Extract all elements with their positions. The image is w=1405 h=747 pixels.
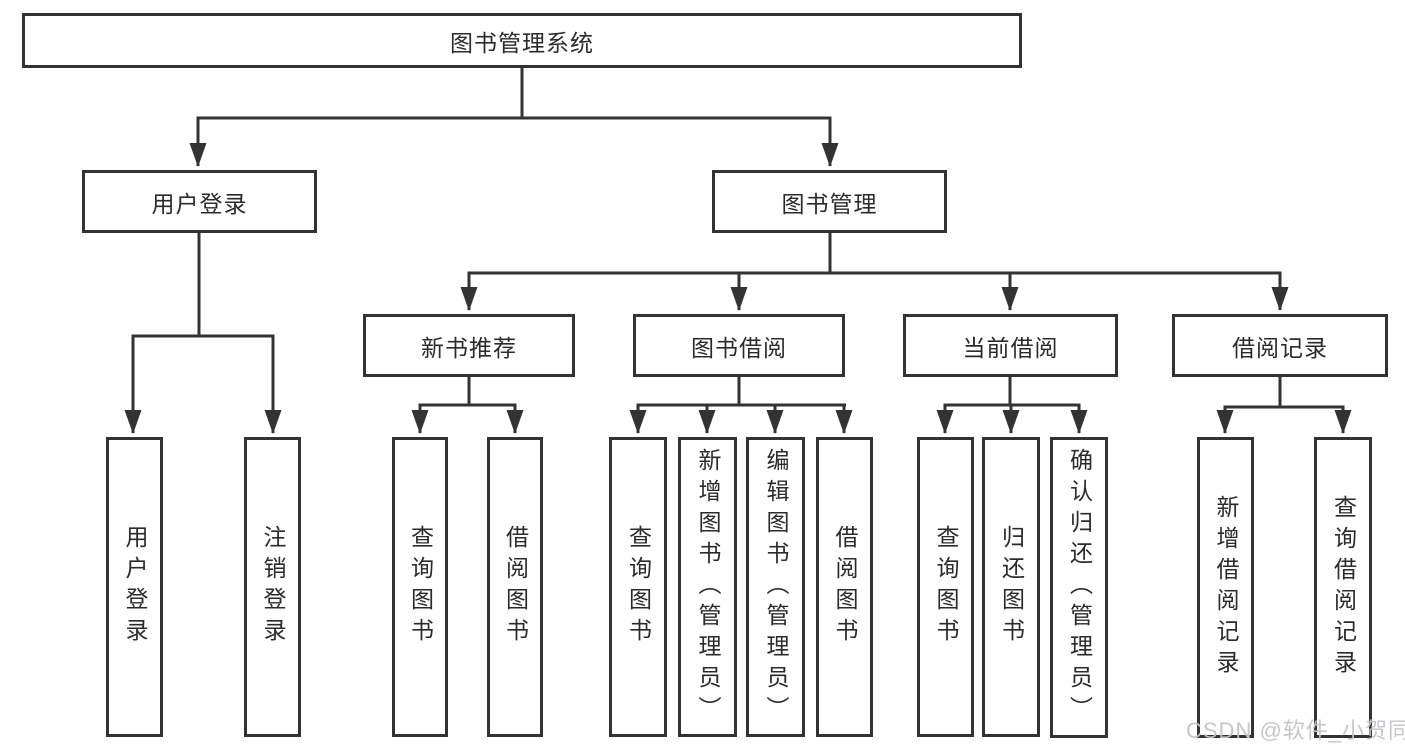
node-label: 借阅图书 (502, 525, 529, 649)
node-label: 查询图书 (625, 525, 652, 649)
node-label: 用户登录 (151, 190, 248, 217)
node-label: 查询借阅记录 (1330, 494, 1357, 681)
node-user-login: 用户登录 (82, 170, 317, 233)
node-leaf-query-borrow-record: 查询借阅记录 (1314, 437, 1372, 738)
node-leaf-confirm-return-admin: 确认归还（管理员） (1050, 437, 1108, 738)
node-label: 查询图书 (407, 525, 434, 649)
node-label: 注销登录 (260, 525, 286, 649)
node-label: 新增借阅记录 (1213, 494, 1239, 681)
node-book-borrowing: 图书借阅 (633, 314, 845, 377)
node-leaf-query-books-2: 查询图书 (609, 437, 667, 737)
csdn-watermark: CSDN @软件_小贺同学 (1186, 718, 1405, 743)
node-leaf-add-books-admin: 新增图书（管理员） (678, 437, 737, 737)
node-label: 编辑图书（管理员） (763, 447, 789, 727)
node-label: 图书借阅 (691, 334, 787, 361)
node-label: 当前借阅 (962, 334, 1059, 361)
node-leaf-logout: 注销登录 (244, 437, 301, 737)
node-leaf-add-borrow-record: 新增借阅记录 (1197, 437, 1254, 738)
node-label: 图书管理系统 (450, 29, 594, 56)
node-leaf-query-books-1: 查询图书 (392, 437, 448, 737)
node-leaf-return-books: 归还图书 (982, 437, 1040, 737)
node-label: 新书推荐 (421, 334, 517, 361)
node-borrowing-records: 借阅记录 (1172, 314, 1388, 377)
node-label: 归还图书 (998, 525, 1025, 649)
node-root-library-system: 图书管理系统 (22, 13, 1022, 68)
node-leaf-query-books-3: 查询图书 (917, 437, 974, 737)
node-new-book-recommend: 新书推荐 (363, 314, 575, 377)
node-label: 查询图书 (933, 525, 959, 649)
node-label: 确认归还（管理员） (1066, 448, 1093, 727)
node-leaf-borrow-books-1: 借阅图书 (487, 437, 543, 737)
node-leaf-user-login: 用户登录 (106, 437, 163, 737)
node-book-management: 图书管理 (712, 170, 947, 233)
node-label: 图书管理 (781, 190, 878, 217)
node-label: 借阅图书 (832, 525, 858, 649)
node-leaf-borrow-books-2: 借阅图书 (816, 437, 873, 737)
node-label: 借阅记录 (1232, 334, 1328, 361)
node-label: 新增图书（管理员） (695, 447, 721, 727)
node-current-borrowing: 当前借阅 (903, 314, 1118, 377)
node-label: 用户登录 (122, 525, 148, 649)
node-leaf-edit-books-admin: 编辑图书（管理员） (746, 437, 805, 737)
